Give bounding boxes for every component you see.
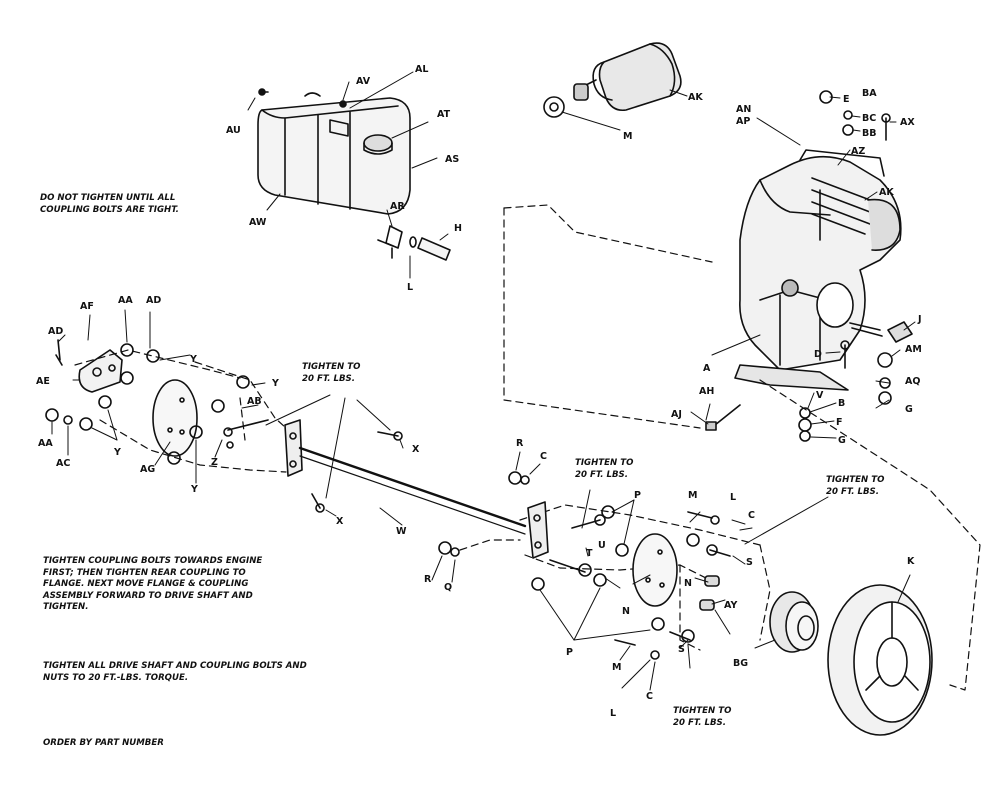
rear-coupling-disc — [632, 533, 678, 607]
callout-b: B — [838, 398, 845, 409]
note-do-not-tighten: DO NOT TIGHTEN UNTIL ALL COUPLING BOLTS … — [40, 193, 179, 215]
callout-aa-top: AA — [118, 295, 133, 306]
callout-an: AN — [736, 104, 751, 115]
large-pulley — [827, 584, 933, 736]
callout-j: J — [917, 314, 922, 325]
callout-t: T — [586, 548, 593, 559]
fuel-tank — [257, 92, 411, 215]
callout-ar: AR — [390, 201, 405, 212]
note-tighten-center: TIGHTEN TO 20 FT. LBS. — [302, 362, 361, 384]
note-torque-instructions: TIGHTEN ALL DRIVE SHAFT AND COUPLING BOL… — [43, 661, 307, 683]
callout-am: AM — [905, 344, 922, 355]
callout-af: AF — [80, 301, 94, 312]
note-order-by-part-number: ORDER BY PART NUMBER — [43, 738, 164, 748]
callout-u: U — [598, 540, 606, 551]
callout-m-right: M — [688, 490, 697, 501]
callout-k: K — [907, 556, 915, 567]
callout-ah: AH — [699, 386, 714, 397]
note-tighten-right: TIGHTEN TO 20 FT. LBS. — [826, 475, 885, 497]
callout-e: E — [843, 94, 850, 105]
callout-z: Z — [211, 457, 218, 468]
callout-n-right: N — [684, 578, 692, 589]
callout-al: AL — [415, 64, 428, 75]
callout-bc: BC — [862, 113, 876, 124]
callout-s-top: S — [746, 557, 753, 568]
callout-y-mid: Y — [271, 378, 279, 389]
callout-at: AT — [437, 109, 451, 120]
callout-n-mid: N — [622, 606, 630, 617]
callout-bg: BG — [733, 658, 748, 669]
callout-ay: AY — [724, 600, 737, 611]
small-pulley — [769, 591, 819, 653]
coupling-flange — [78, 349, 123, 393]
callout-ap: AP — [736, 116, 750, 127]
callout-au: AU — [226, 125, 241, 136]
callout-l-bottom: L — [610, 708, 616, 719]
callout-g-top: G — [905, 404, 913, 415]
callout-r-top: R — [516, 438, 524, 449]
callout-p-bottom: P — [566, 647, 573, 658]
callout-l-right: L — [730, 492, 736, 503]
note-tighten-bottom: TIGHTEN TO 20 FT. LBS. — [673, 706, 732, 728]
callout-m-bottom: M — [612, 662, 621, 673]
callout-y-top: Y — [189, 354, 197, 365]
callout-av: AV — [356, 76, 371, 87]
callout-a: A — [703, 363, 711, 374]
callout-bb: BB — [862, 128, 876, 139]
callout-ae: AE — [36, 376, 50, 387]
callout-ad-top: AD — [146, 295, 161, 306]
callout-ba: BA — [862, 88, 877, 99]
note-tighten-mid: TIGHTEN TO 20 FT. LBS. — [575, 458, 634, 480]
callout-w: W — [396, 526, 407, 537]
callout-v: V — [816, 390, 824, 401]
fuel-shutoff-valve — [377, 225, 451, 261]
callout-ax: AX — [900, 117, 915, 128]
callout-ag: AG — [140, 464, 155, 475]
callout-s-bottom: S — [678, 644, 685, 655]
engine — [734, 149, 902, 391]
callout-h: H — [454, 223, 462, 234]
callout-p-top: P — [634, 490, 641, 501]
wing-nut — [543, 96, 565, 118]
callout-aw: AW — [249, 217, 267, 228]
callout-c-top: C — [540, 451, 547, 462]
note-coupling-instructions: TIGHTEN COUPLING BOLTS TOWARDS ENGINE FI… — [43, 556, 263, 612]
callout-g-bottom: G — [838, 435, 846, 446]
callout-q: Q — [444, 582, 452, 593]
callout-c-right: C — [748, 510, 755, 521]
callout-ak-top: AK — [688, 92, 703, 103]
callout-ak-engine: AK — [879, 187, 894, 198]
callout-ac: AC — [56, 458, 70, 469]
callout-x-bottom: X — [336, 516, 344, 527]
callout-x-top: X — [412, 444, 420, 455]
callout-aa-bottom: AA — [38, 438, 53, 449]
callout-l-tank: L — [407, 282, 413, 293]
callout-y-left: Y — [113, 447, 121, 458]
callout-f: F — [836, 417, 843, 428]
callout-ab: AB — [247, 396, 262, 407]
callout-y-bottom: Y — [190, 484, 198, 495]
callout-r-bottom: R — [424, 574, 432, 585]
callout-as: AS — [445, 154, 459, 165]
callout-d: D — [814, 349, 822, 360]
callout-aj: AJ — [671, 409, 682, 420]
callout-ad-left: AD — [48, 326, 63, 337]
air-cleaner — [573, 42, 682, 112]
callout-c-bottom: C — [646, 691, 653, 702]
callout-aq: AQ — [905, 376, 920, 387]
rubber-coupling-disc — [152, 379, 198, 457]
callout-m-top: M — [623, 131, 632, 142]
callout-az: AZ — [851, 146, 865, 157]
